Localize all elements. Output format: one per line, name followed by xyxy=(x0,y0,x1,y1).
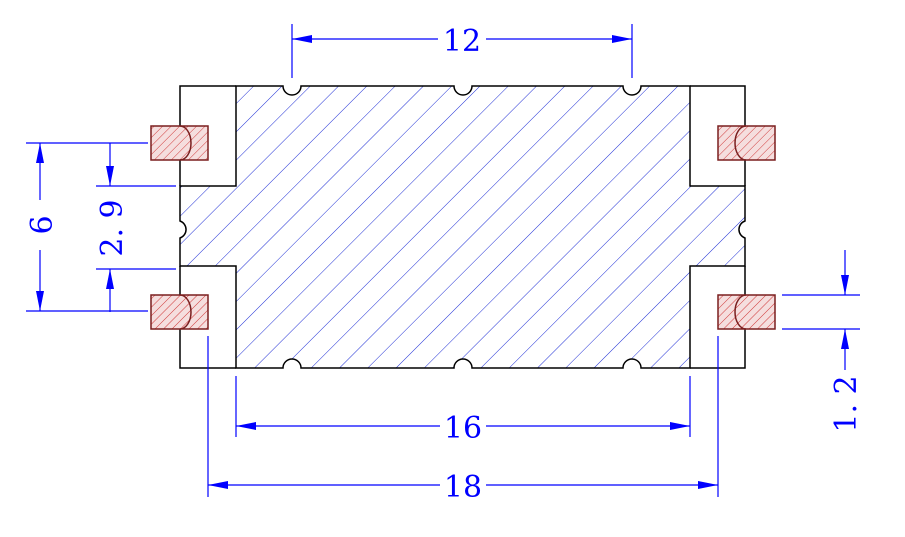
dimension-label-height: 6 xyxy=(25,215,60,234)
dimension-pad-height xyxy=(782,250,860,370)
pad-top-right xyxy=(717,125,776,161)
dimension-label-mid-height: 2. 9 xyxy=(95,199,130,256)
pad-bottom-right xyxy=(717,294,776,330)
dimension-outer-width xyxy=(207,336,719,497)
pad-top-left xyxy=(150,125,209,161)
dimension-label-pad-height: 1. 2 xyxy=(829,375,864,432)
dimension-label-top-width: 12 xyxy=(443,24,481,59)
dimension-label-outer-width: 18 xyxy=(444,470,482,505)
dimension-inner-width xyxy=(235,376,691,437)
dimension-height xyxy=(26,142,148,312)
body-hatched-area xyxy=(179,85,746,369)
dimension-mid-height xyxy=(96,143,176,312)
dimension-label-inner-width: 16 xyxy=(444,411,482,446)
component-body xyxy=(179,85,746,369)
dimension-top-width xyxy=(291,24,633,78)
solder-pads xyxy=(150,125,776,330)
pad-bottom-left xyxy=(150,294,209,330)
